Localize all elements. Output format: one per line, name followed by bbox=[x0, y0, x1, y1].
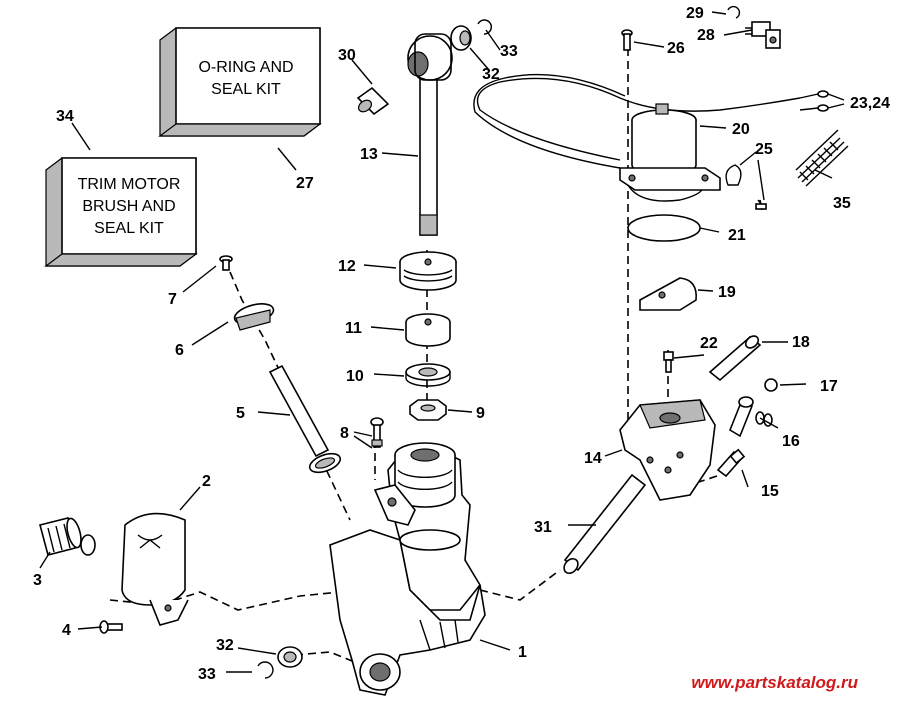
part-25-clip bbox=[725, 164, 767, 211]
callout-32-bottom: 32 bbox=[216, 637, 234, 654]
part-14-valve-body bbox=[619, 399, 716, 501]
callout-5: 5 bbox=[236, 405, 245, 422]
callout-14: 14 bbox=[584, 450, 602, 467]
part-20-trim-motor bbox=[473, 73, 801, 202]
callout-18: 18 bbox=[792, 334, 810, 351]
callout-12: 12 bbox=[338, 258, 356, 275]
callout-4: 4 bbox=[62, 622, 71, 639]
part-6-seal-housing bbox=[233, 303, 275, 331]
callout-30: 30 bbox=[338, 47, 356, 64]
part-13-trim-rod bbox=[407, 33, 453, 236]
callout-16: 16 bbox=[782, 433, 800, 450]
callout-23-24: 23,24 bbox=[850, 95, 890, 112]
callout-28: 28 bbox=[697, 27, 715, 44]
callout-29: 29 bbox=[686, 5, 704, 22]
part-10-washer bbox=[405, 363, 451, 387]
callout-1: 1 bbox=[518, 644, 527, 661]
part-5-cylinder-rod bbox=[268, 364, 342, 474]
callout-21: 21 bbox=[728, 227, 746, 244]
part-31-shaft bbox=[563, 473, 647, 575]
callout-10: 10 bbox=[346, 368, 364, 385]
callout-labels: 1 2 3 4 5 6 7 8 9 10 11 12 13 14 15 16 1… bbox=[33, 5, 890, 683]
part-23-24-wire-terminals bbox=[799, 90, 829, 112]
callout-33-top: 33 bbox=[500, 43, 518, 60]
callout-leader-lines bbox=[39, 11, 845, 673]
part-9-nut bbox=[409, 399, 447, 421]
callout-26: 26 bbox=[667, 40, 685, 57]
watermark-text: www.partskatalog.ru bbox=[691, 673, 858, 692]
callout-17: 17 bbox=[820, 378, 838, 395]
part-29-clip bbox=[727, 5, 741, 19]
trim-motor-kit-line3: SEAL KIT bbox=[94, 220, 164, 237]
part-30-pin bbox=[356, 86, 390, 116]
oring-seal-kit-box: O-RING AND SEAL KIT bbox=[158, 27, 322, 137]
trim-motor-kit-line2: BRUSH AND bbox=[82, 198, 175, 215]
callout-31: 31 bbox=[534, 519, 552, 536]
part-15-bolt bbox=[716, 448, 746, 478]
part-3-bushing bbox=[39, 517, 96, 556]
trim-motor-brush-kit-box: TRIM MOTOR BRUSH AND SEAL KIT bbox=[44, 157, 198, 267]
callout-2: 2 bbox=[202, 473, 211, 490]
callout-33-bottom: 33 bbox=[198, 666, 216, 683]
oring-seal-kit-line1: O-RING AND bbox=[198, 59, 293, 76]
part-22-screw bbox=[663, 351, 674, 373]
callout-8: 8 bbox=[340, 425, 349, 442]
part-32-bushing-top bbox=[450, 25, 472, 51]
part-18-valve bbox=[708, 335, 762, 382]
oring-seal-kit-line2: SEAL KIT bbox=[211, 81, 281, 98]
part-32-bushing-bottom bbox=[277, 646, 303, 668]
part-35-spring bbox=[795, 129, 849, 187]
trim-motor-kit-line1: TRIM MOTOR bbox=[78, 176, 181, 193]
part-16-valve bbox=[729, 396, 773, 438]
part-4-screw bbox=[99, 620, 123, 634]
callout-3: 3 bbox=[33, 572, 42, 589]
callout-9: 9 bbox=[476, 405, 485, 422]
part-28-switch bbox=[745, 21, 781, 49]
callout-34: 34 bbox=[56, 108, 74, 125]
callout-11: 11 bbox=[345, 320, 362, 337]
part-26-screw bbox=[621, 29, 633, 51]
part-7-screw bbox=[219, 255, 233, 271]
part-21-oring bbox=[627, 214, 701, 242]
part-8-fitting bbox=[370, 417, 384, 448]
part-1-trim-housing bbox=[329, 442, 486, 696]
callout-25: 25 bbox=[755, 141, 773, 158]
part-2-reservoir bbox=[121, 512, 189, 626]
callout-6: 6 bbox=[175, 342, 184, 359]
part-17-ring bbox=[764, 378, 778, 392]
callout-22: 22 bbox=[700, 335, 718, 352]
part-19-cover bbox=[639, 277, 697, 311]
callout-20: 20 bbox=[732, 121, 750, 138]
callout-27: 27 bbox=[296, 175, 314, 192]
callout-32-top: 32 bbox=[482, 66, 500, 83]
part-11-piston bbox=[405, 313, 451, 347]
callout-7: 7 bbox=[168, 291, 177, 308]
part-33-clip-top bbox=[477, 19, 492, 35]
callout-15: 15 bbox=[761, 483, 779, 500]
callout-19: 19 bbox=[718, 284, 736, 301]
callout-13: 13 bbox=[360, 146, 378, 163]
part-33-clip-bottom bbox=[257, 661, 274, 679]
part-12-end-cap bbox=[399, 251, 457, 291]
callout-35: 35 bbox=[833, 195, 851, 212]
